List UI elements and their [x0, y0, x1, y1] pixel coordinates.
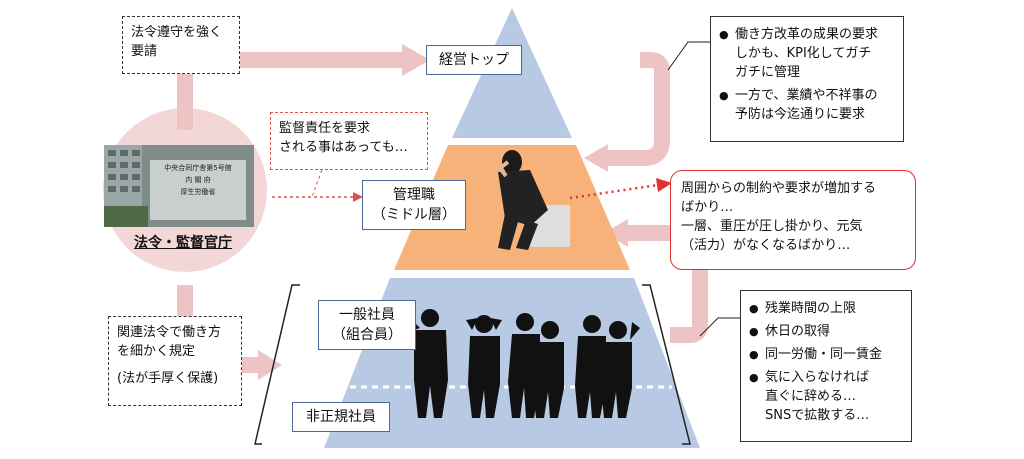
general-label-line-2: （組合員）: [332, 327, 402, 343]
right-item-4: 気に入らなければ 直ぐに辞める… SNSで拡散する…: [749, 368, 903, 425]
demand-item-2: 一方で、業績や不祥事の 予防は今迄通りに要求: [719, 86, 895, 124]
arrow-head-middle-2: [604, 219, 628, 247]
right-item-3-line-1: 同一労働・同一賃金: [765, 347, 883, 362]
top-management-demands-box: 働き方改革の成果の要求 しかも、KPI化してガチ ガチに管理 一方で、業績や不祥…: [710, 16, 904, 142]
arrow-head-top: [402, 44, 430, 76]
pressure-line-1: 周囲からの制約や要求が増加する: [681, 181, 877, 196]
pressure-line-3: 一層、重圧が圧し掛かり、元気: [681, 219, 863, 234]
supervision-note-line-2: される事はあっても…: [279, 140, 408, 155]
crouching-manager-figure: [497, 150, 570, 250]
supervision-connector: [311, 141, 333, 198]
right-item-2: 休日の取得: [749, 322, 903, 341]
right-item-4-line-3: SNSで拡散する…: [765, 408, 870, 423]
supervision-note: 監督責任を要求 される事はあっても…: [270, 112, 428, 170]
pressure-line-2: ばかり…: [681, 200, 734, 215]
worker-figure-4: [533, 321, 564, 418]
government-building-photo: [104, 145, 254, 227]
arrow-head-middle-1: [584, 144, 608, 172]
middle-label-line-2: （ミドル層）: [372, 207, 456, 223]
sign-cabinet-office: 内 閣 府: [185, 176, 211, 184]
right-item-4-line-2: 直ぐに辞める…: [765, 389, 857, 404]
government-sign: 中央合同庁舎第5号館 内 閣 府 厚生労働省: [150, 162, 246, 198]
sign-building-name: 中央合同庁舎第5号館: [164, 164, 232, 172]
right-item-1-line-1: 残業時間の上限: [765, 301, 857, 316]
compliance-request-note: 法令遵守を強く 要請: [122, 16, 240, 74]
demand-item-1: 働き方改革の成果の要求 しかも、KPI化してガチ ガチに管理: [719, 25, 895, 82]
compliance-note-line-1: 法令遵守を強く: [131, 25, 223, 40]
pressure-arrow-head: [656, 178, 672, 192]
worker-figure-1: [404, 309, 448, 418]
right-bracket: [642, 284, 691, 445]
supervision-arrow-head: [353, 192, 363, 202]
labor-note-line-3: (法が手厚く保護): [117, 371, 219, 386]
worker-figure-3: [508, 313, 540, 418]
worker-figure-2: [466, 315, 502, 418]
right-item-1: 残業時間の上限: [749, 299, 903, 318]
government-caption: 法令・監督官庁: [134, 235, 232, 251]
labor-law-note: 関連法令で働き方 を細かく規定 (法が手厚く保護): [108, 316, 242, 406]
general-employees-label: 一般社員 （組合員）: [318, 300, 416, 350]
supervision-note-line-1: 監督責任を要求: [279, 121, 371, 136]
arrow-top-to-middle: [605, 52, 670, 166]
labor-note-line-2: を細かく規定: [117, 344, 196, 359]
labor-note-line-1: 関連法令で働き方: [117, 325, 222, 340]
bottom-right-connector: [699, 317, 740, 337]
demand-item-1-line-2: しかも、KPI化してガチ: [735, 46, 872, 61]
general-label-line-1: 一般社員: [339, 307, 395, 323]
pressure-line-4: （活力）がなくなるばかり…: [681, 238, 851, 253]
worker-rights-box: 残業時間の上限 休日の取得 同一労働・同一賃金 気に入らなければ 直ぐに辞める……: [740, 290, 912, 442]
demand-item-1-line-1: 働き方改革の成果の要求: [735, 27, 879, 42]
worker-figure-5: [575, 315, 606, 418]
arrow-head-workers: [258, 350, 282, 380]
top-management-label: 経営トップ: [426, 45, 522, 75]
right-item-2-line-1: 休日の取得: [765, 324, 831, 339]
right-item-3: 同一労働・同一賃金: [749, 345, 903, 364]
arrow-heads: [258, 44, 628, 380]
top-right-connector: [667, 41, 710, 71]
left-bracket: [254, 284, 300, 445]
demand-item-2-line-1: 一方で、業績や不祥事の: [735, 88, 878, 103]
right-item-4-line-1: 気に入らなければ: [765, 370, 870, 385]
worker-figure-6: [601, 321, 640, 418]
middle-management-label: 管理職 （ミドル層）: [362, 180, 466, 230]
worker-silhouettes: [404, 309, 640, 418]
sign-mhlw: 厚生労働省: [180, 188, 216, 196]
middle-label-line-1: 管理職: [393, 187, 435, 203]
pressure-description-box: 周囲からの制約や要求が増加する ばかり… 一層、重圧が圧し掛かり、元気 （活力）…: [670, 170, 916, 270]
demand-item-1-line-3: ガチに管理: [735, 65, 801, 80]
non-regular-employees-label: 非正規社員: [292, 402, 390, 432]
demand-item-2-line-2: 予防は今迄通りに要求: [735, 107, 866, 122]
compliance-note-line-2: 要請: [131, 44, 158, 59]
